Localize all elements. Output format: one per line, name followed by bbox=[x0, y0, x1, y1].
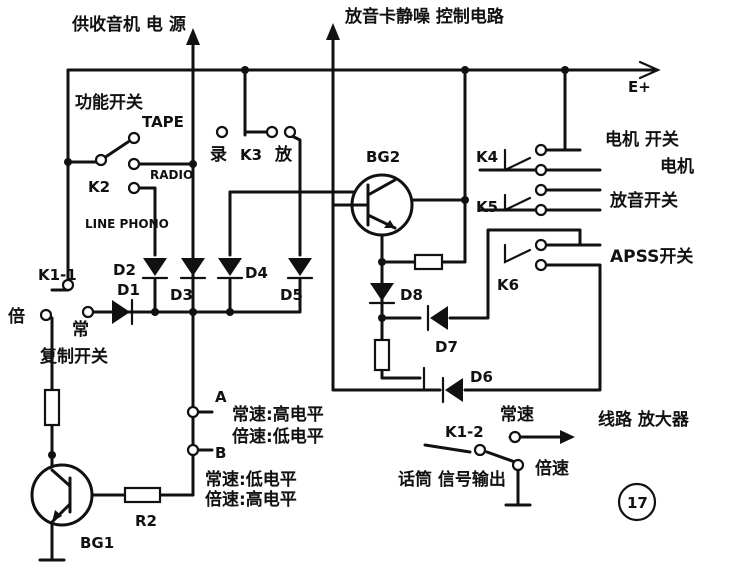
label-double: 倍 bbox=[8, 306, 25, 327]
label-fig-no: 17 bbox=[627, 494, 648, 512]
label-normal: 常 bbox=[72, 319, 89, 340]
label-a-double: 倍速:低电平 bbox=[232, 426, 324, 447]
diode-d8 bbox=[370, 283, 394, 301]
label-function-switch: 功能开关 bbox=[75, 92, 143, 113]
label-d5: D5 bbox=[280, 286, 303, 304]
label-point-b: B bbox=[215, 444, 226, 462]
components bbox=[30, 173, 657, 532]
label-d7: D7 bbox=[435, 338, 458, 356]
label-d3: D3 bbox=[170, 286, 193, 304]
diode-d3 bbox=[181, 258, 205, 276]
diode-d2 bbox=[143, 258, 167, 276]
resistor-d8 bbox=[373, 338, 391, 372]
label-normal-speed: 常速 bbox=[500, 404, 534, 425]
label-play: 放 bbox=[274, 144, 293, 165]
label-k11: K1-1 bbox=[38, 266, 77, 284]
label-k4: K4 bbox=[476, 148, 498, 166]
label-a-normal: 常速:高电平 bbox=[232, 404, 324, 425]
label-b-double: 倍速:高电平 bbox=[205, 489, 297, 510]
label-double-speed: 倍速 bbox=[535, 458, 569, 479]
label-k12: K1-2 bbox=[445, 423, 484, 441]
label-d4: D4 bbox=[245, 264, 268, 282]
label-b-normal: 常速:低电平 bbox=[205, 469, 297, 490]
label-k2: K2 bbox=[88, 178, 110, 196]
label-k3: K3 bbox=[240, 146, 262, 164]
label-motor: 电机 bbox=[660, 156, 694, 177]
label-apss-switch: APSS开关 bbox=[610, 246, 693, 267]
label-k5: K5 bbox=[476, 198, 498, 216]
label-tape: TAPE bbox=[142, 113, 184, 131]
label-d1: D1 bbox=[117, 281, 140, 299]
label-bg2: BG2 bbox=[366, 148, 400, 166]
label-d8: D8 bbox=[400, 286, 423, 304]
figure-number-circle bbox=[617, 482, 657, 522]
label-receiver-power: 供收音机 电 源 bbox=[71, 14, 186, 35]
diode-d1 bbox=[112, 300, 130, 324]
label-rec: 录 bbox=[210, 145, 227, 165]
label-playback-silence: 放音卡静噪 控制电路 bbox=[344, 6, 505, 27]
diode-d5 bbox=[288, 258, 312, 276]
label-radio: RADIO bbox=[150, 168, 193, 182]
resistor-bg2 bbox=[413, 253, 444, 271]
diode-d4 bbox=[218, 258, 242, 276]
label-k6: K6 bbox=[497, 276, 519, 294]
diode-d7 bbox=[430, 306, 448, 330]
transistor-bg1 bbox=[30, 463, 94, 527]
junctions bbox=[48, 66, 569, 459]
label-d6: D6 bbox=[470, 368, 493, 386]
label-d2: D2 bbox=[113, 261, 136, 279]
resistor-r2 bbox=[123, 486, 162, 504]
label-point-a: A bbox=[215, 388, 227, 406]
resistor-left bbox=[43, 388, 61, 427]
label-playback-switch: 放音开关 bbox=[609, 190, 678, 211]
terminals bbox=[39, 125, 548, 472]
wires bbox=[38, 23, 661, 562]
label-motor-switch: 电机 开关 bbox=[605, 129, 679, 150]
diode-d6 bbox=[445, 378, 463, 402]
label-e-plus: E+ bbox=[628, 78, 651, 96]
label-line-phono: LINE PHONO bbox=[85, 217, 169, 231]
label-mic-out: 话筒 信号输出 bbox=[398, 469, 506, 490]
label-copy-switch: 复制开关 bbox=[39, 346, 108, 367]
text-labels: 供收音机 电 源 放音卡静噪 控制电路 E+ 功能开关 TAPE RADIO L… bbox=[8, 6, 694, 552]
label-r2: R2 bbox=[135, 512, 157, 530]
label-line-amp: 线路 放大器 bbox=[598, 409, 690, 430]
label-bg1: BG1 bbox=[80, 534, 114, 552]
